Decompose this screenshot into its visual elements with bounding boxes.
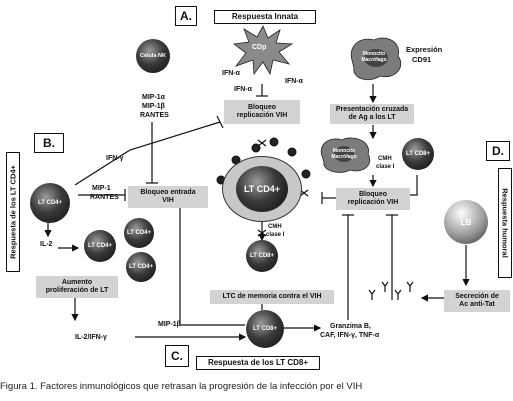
lt-cd8-mid-cell: LT CD8+ bbox=[402, 138, 434, 170]
macrophage-top bbox=[350, 37, 402, 81]
section-d-title: Respuesta humoral bbox=[498, 168, 512, 278]
macrophage-mid-label: Monocito Macrófago bbox=[331, 148, 357, 160]
secrecion-line2: Ac anti-Tat bbox=[459, 301, 495, 308]
lt-cd4-left-cell: LT CD4+ bbox=[30, 183, 70, 223]
mip-nk-3: RANTES bbox=[140, 112, 169, 119]
section-b-letter: B. bbox=[34, 133, 64, 153]
bloqueo-replicacion-top-line1: Bloqueo bbox=[248, 104, 276, 111]
ifn-a-right: IFN-α bbox=[285, 78, 303, 85]
lb-cell: LB bbox=[444, 200, 488, 244]
section-c-title: Respuesta de los LT CD8+ bbox=[196, 356, 320, 370]
presentacion-line1: Presentación cruzada bbox=[335, 106, 409, 113]
bloqueo-replicacion-right-line1: Bloqueo bbox=[359, 191, 387, 198]
bloqueo-entrada-box: Bloqueo entrada VIH bbox=[128, 186, 208, 208]
presentacion-box: Presentación cruzada de Ag a los LT bbox=[330, 104, 414, 124]
lt-cd8-bottom-cell: LT CD8+ bbox=[246, 310, 284, 348]
lt-cd4-prolif-2: LT CD4+ bbox=[124, 218, 154, 248]
bloqueo-replicacion-top: Bloqueo replicación VIH bbox=[224, 100, 300, 124]
mip-cd4-2: RANTES bbox=[90, 194, 119, 201]
ifn-g-label: IFN-γ bbox=[106, 155, 124, 162]
figure-caption: Figura 1. Factores inmunológicos que ret… bbox=[0, 381, 363, 392]
aumento-box: Aumento proliferación de LT bbox=[36, 276, 118, 298]
section-c-letter: C. bbox=[165, 345, 189, 367]
macrophage-top-label: Monocito Macrófago bbox=[361, 51, 387, 63]
cmh-center-1: CMH bbox=[268, 224, 282, 230]
nk-cell: Célula NK bbox=[136, 39, 170, 73]
cmh-mid-2: clase I bbox=[376, 164, 395, 170]
secrecion-line1: Secreción de bbox=[455, 293, 499, 300]
bloqueo-replicacion-top-line2: replicación VIH bbox=[236, 112, 288, 119]
il2-ifng-label: IL-2/IFN-γ bbox=[75, 334, 107, 341]
cdp-label: CDp bbox=[252, 44, 267, 51]
granzima-2: CAF, IFN-γ, TNF-α bbox=[320, 332, 380, 339]
lt-cd4-center-cell: LT CD4+ bbox=[236, 166, 288, 212]
section-d-letter: D. bbox=[486, 141, 510, 161]
macrophage-mid bbox=[320, 137, 371, 173]
cmh-mid-1: CMH bbox=[378, 156, 392, 162]
ifn-a-left: IFN-α bbox=[222, 70, 240, 77]
lt-cd8-memory-cell: LT CD8+ bbox=[246, 240, 278, 272]
cmh-center-2: clase I bbox=[266, 232, 285, 238]
expresion-1: Expresión bbox=[406, 45, 443, 54]
ltc-memoria-box: LTC de memoria contra el VIH bbox=[210, 290, 334, 304]
section-a-letter: A. bbox=[175, 6, 197, 26]
bloqueo-replicacion-right-line2: replicación VIH bbox=[347, 199, 399, 206]
presentacion-line2: de Ag a los LT bbox=[348, 114, 396, 121]
ifn-a-below: IFN-α bbox=[234, 86, 252, 93]
expresion-2: CD91 bbox=[412, 55, 432, 64]
antibody-icons bbox=[368, 281, 414, 300]
bloqueo-replicacion-right: Bloqueo replicación VIH bbox=[336, 188, 410, 210]
mip-nk-1: MIP-1α bbox=[142, 94, 165, 101]
bloqueo-entrada-line1: Bloqueo entrada bbox=[140, 189, 196, 196]
section-a-title: Respuesta Innata bbox=[214, 10, 316, 24]
mip1b-label: MIP-1β bbox=[158, 321, 181, 328]
lt-cd4-prolif-3: LT CD4+ bbox=[126, 252, 156, 282]
secrecion-box: Secreción de Ac anti-Tat bbox=[444, 290, 510, 312]
granzima-1: Granzima B, bbox=[330, 323, 371, 330]
il2-label: IL-2 bbox=[40, 241, 53, 248]
lt-cd4-prolif-1: LT CD4+ bbox=[84, 230, 116, 262]
section-b-title: Respuesta de los LT CD4+ bbox=[6, 152, 20, 272]
mip-nk-2: MIP-1β bbox=[142, 103, 165, 110]
dendritic-cell bbox=[232, 25, 294, 76]
aumento-line1: Aumento bbox=[61, 279, 93, 286]
bloqueo-entrada-line2: VIH bbox=[162, 197, 174, 204]
mip-cd4-1: MIP-1 bbox=[92, 185, 111, 192]
aumento-line2: proliferación de LT bbox=[45, 287, 109, 294]
